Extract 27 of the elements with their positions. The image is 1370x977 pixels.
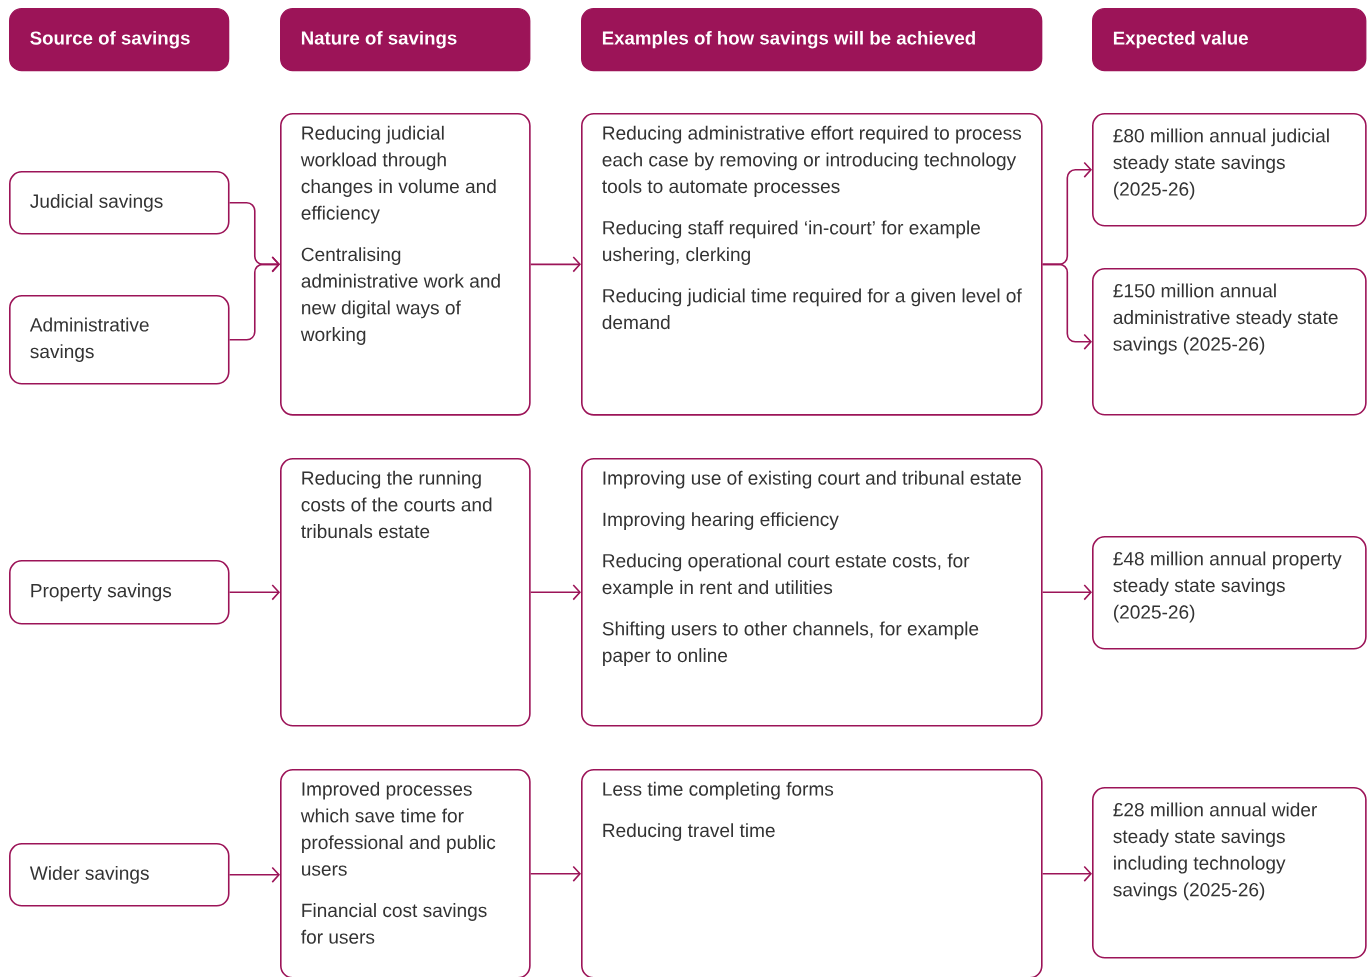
column-header: Examples of how savings will be achieved [581,8,1043,72]
arrow [228,256,280,341]
examples-box: Improving use of existing court and tribunal estate Improving hearing efficiency Reducing operational court estate costs, for example in rent and utilities Shifting users to other channels, for example paper to online [581,458,1043,727]
arrow [228,866,280,883]
column-header: Nature of savings [280,8,531,72]
source-box: Administrative savings [9,295,230,385]
arrow [1041,263,1092,350]
examples-box: Less time completing forms Reducing travel time [581,769,1043,977]
source-box: Judicial savings [9,171,230,235]
value-box: £150 million annual administrative steady state savings (2025-26) [1092,268,1367,416]
source-box: Wider savings [9,843,230,907]
value-box: £48 million annual property steady state savings (2025-26) [1092,536,1367,650]
source-box: Property savings [9,560,230,625]
examples-box: Reducing administrative effort required to process each case by removing or introducing technology tools to automate processes Reducing staff required ‘in-court’ for example ushering, clerking Reducing judicial time required for a given level of demand [581,113,1043,416]
nature-box: Reducing judicial workload through changes in volume and efficiency Centralising administrative work and new digital ways of working [280,113,531,416]
arrow [1041,865,1092,882]
nature-box: Improved processes which save time for professional and public users Financial cost savings for users [280,769,531,977]
column-header: Source of savings [9,8,230,72]
arrow [1041,584,1092,601]
arrow [529,584,581,601]
column-header: Expected value [1092,8,1367,72]
arrow [228,584,280,601]
value-box: £28 million annual wider steady state savings including technology savings (2025-26) [1092,787,1367,959]
arrow [529,865,581,882]
value-box: £80 million annual judicial steady state savings (2025-26) [1092,113,1367,227]
arrow [529,256,581,273]
nature-box: Reducing the running costs of the courts and tribunals estate [280,458,531,727]
